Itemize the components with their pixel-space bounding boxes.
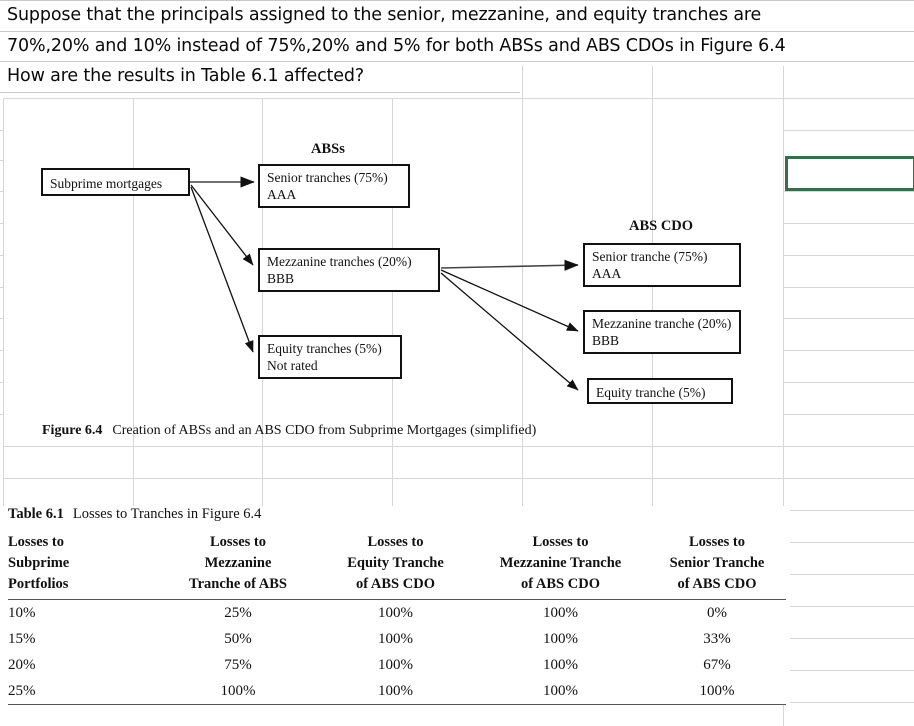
table-6-1: Table 6.1 Losses to Tranches in Figure 6.… (0, 506, 790, 705)
gridline-horizontal (783, 318, 914, 319)
question-line-2[interactable]: 70%,20% and 10% instead of 75%,20% and 5… (0, 31, 914, 62)
abs-group-label: ABSs (311, 141, 345, 157)
table-caption-label: Table 6.1 (8, 506, 64, 522)
cell-losses-subprime: 15% (8, 631, 36, 647)
cell-losses-subprime: 10% (8, 605, 36, 621)
figure-caption-label: Figure 6.4 (42, 423, 103, 438)
cdo-senior-tranche-box[interactable]: Senior tranche (75%) AAA (583, 243, 741, 287)
subprime-mortgages-box[interactable]: Subprime mortgages (41, 168, 190, 196)
cell-losses-mezz-cdo: 100% (473, 678, 648, 705)
gridline-vertical (262, 98, 263, 510)
gridline-horizontal (783, 510, 914, 511)
question-line-3[interactable]: How are the results in Table 6.1 affecte… (0, 62, 520, 93)
gridline-horizontal (0, 130, 4, 131)
cell-losses-equity-cdo: 100% (378, 631, 413, 647)
cdo-mezzanine-tranche-box[interactable]: Mezzanine tranche (20%) BBB (583, 310, 741, 354)
gridline-horizontal (3, 98, 914, 99)
figure-caption: Figure 6.4 Creation of ABSs and an ABS CD… (42, 423, 536, 439)
gridline-horizontal (783, 542, 914, 543)
gridline-vertical (392, 98, 393, 510)
gridline-horizontal (783, 670, 914, 671)
losses-table: Losses to Subprime Portfolios Losses to … (8, 532, 786, 705)
gridline-horizontal (783, 606, 914, 607)
gridline-horizontal (783, 414, 914, 415)
cell-losses-subprime: 20% (8, 657, 36, 673)
gridline-horizontal (0, 287, 4, 288)
gridline-vertical (783, 66, 784, 726)
question-line-1[interactable]: Suppose that the principals assigned to … (0, 0, 914, 32)
table-row: 10% 25% 100% 100% 0% (8, 600, 786, 627)
column-header-subprime-portfolios: Losses to Subprime Portfolios (8, 532, 158, 600)
gridline-horizontal (783, 702, 914, 703)
cell-losses-senior-cdo: 0% (707, 605, 727, 621)
gridline-horizontal (0, 350, 4, 351)
table-header-row: Losses to Subprime Portfolios Losses to … (8, 532, 786, 600)
abs-equity-tranche-box[interactable]: Equity tranches (5%) Not rated (258, 335, 402, 379)
diagram-arrows (190, 176, 579, 391)
cell-losses-mezz-cdo: 100% (543, 605, 578, 621)
cell-losses-senior-cdo: 100% (648, 678, 786, 705)
gridline-vertical (3, 98, 4, 510)
cell-losses-mezz-cdo: 100% (543, 657, 578, 673)
gridline-horizontal (783, 350, 914, 351)
cell-losses-mezz-abs: 100% (158, 678, 318, 705)
table-row: 20% 75% 100% 100% 67% (8, 652, 786, 678)
cdo-equity-tranche-box[interactable]: Equity tranche (5%) (587, 378, 733, 404)
gridline-horizontal (0, 255, 4, 256)
gridline-vertical (522, 66, 523, 510)
table-caption-text: Losses to Tranches in Figure 6.4 (72, 506, 262, 522)
gridline-horizontal (783, 574, 914, 575)
column-header-mezzanine-tranche-cdo: Losses to Mezzanine Tranche of ABS CDO (473, 532, 648, 600)
table-row: 25% 100% 100% 100% 100% (8, 678, 786, 705)
gridline-horizontal (0, 414, 4, 415)
gridline-horizontal (0, 223, 4, 224)
cell-losses-mezz-cdo: 100% (543, 631, 578, 647)
cell-losses-mezz-abs: 50% (224, 631, 252, 647)
selected-cell-highlight[interactable] (785, 156, 914, 191)
gridline-horizontal (783, 287, 914, 288)
gridline-horizontal (3, 478, 914, 479)
cell-losses-equity-cdo: 100% (318, 678, 473, 705)
column-header-equity-tranche-cdo: Losses to Equity Tranche of ABS CDO (318, 532, 473, 600)
cell-losses-mezz-abs: 25% (224, 605, 252, 621)
cell-losses-senior-cdo: 33% (703, 631, 731, 647)
question-cells: Suppose that the principals assigned to … (0, 0, 914, 93)
gridline-horizontal (0, 382, 4, 383)
gridline-vertical (652, 66, 653, 510)
abs-senior-tranche-box[interactable]: Senior tranches (75%) AAA (258, 164, 410, 208)
gridline-horizontal (3, 446, 914, 447)
abs-mezzanine-tranche-box[interactable]: Mezzanine tranches (20%) BBB (258, 248, 440, 292)
cell-losses-mezz-abs: 75% (224, 657, 252, 673)
figure-caption-text: Creation of ABSs and an ABS CDO from Sub… (112, 423, 537, 438)
gridline-horizontal (783, 191, 914, 192)
gridline-vertical (133, 98, 134, 510)
gridline-horizontal (783, 382, 914, 383)
table-row: 15% 50% 100% 100% 33% (8, 626, 786, 652)
cell-losses-senior-cdo: 67% (703, 657, 731, 673)
gridline-horizontal (783, 638, 914, 639)
gridline-horizontal (783, 223, 914, 224)
figure-6-4-diagram: ABSs ABS CDO Subprime mortgages Senior t… (0, 130, 790, 460)
gridline-horizontal (783, 130, 914, 131)
column-header-mezzanine-tranche-abs: Losses to Mezzanine Tranche of ABS (158, 532, 318, 600)
cell-losses-subprime: 25% (8, 678, 158, 705)
gridline-horizontal (0, 160, 4, 161)
table-caption: Table 6.1 Losses to Tranches in Figure 6.… (0, 506, 790, 523)
gridline-horizontal (0, 318, 4, 319)
gridline-horizontal (0, 191, 4, 192)
column-header-senior-tranche-cdo: Losses to Senior Tranche of ABS CDO (648, 532, 786, 600)
cell-losses-equity-cdo: 100% (378, 657, 413, 673)
abs-cdo-group-label: ABS CDO (629, 218, 694, 234)
gridline-horizontal (783, 255, 914, 256)
cell-losses-equity-cdo: 100% (378, 605, 413, 621)
